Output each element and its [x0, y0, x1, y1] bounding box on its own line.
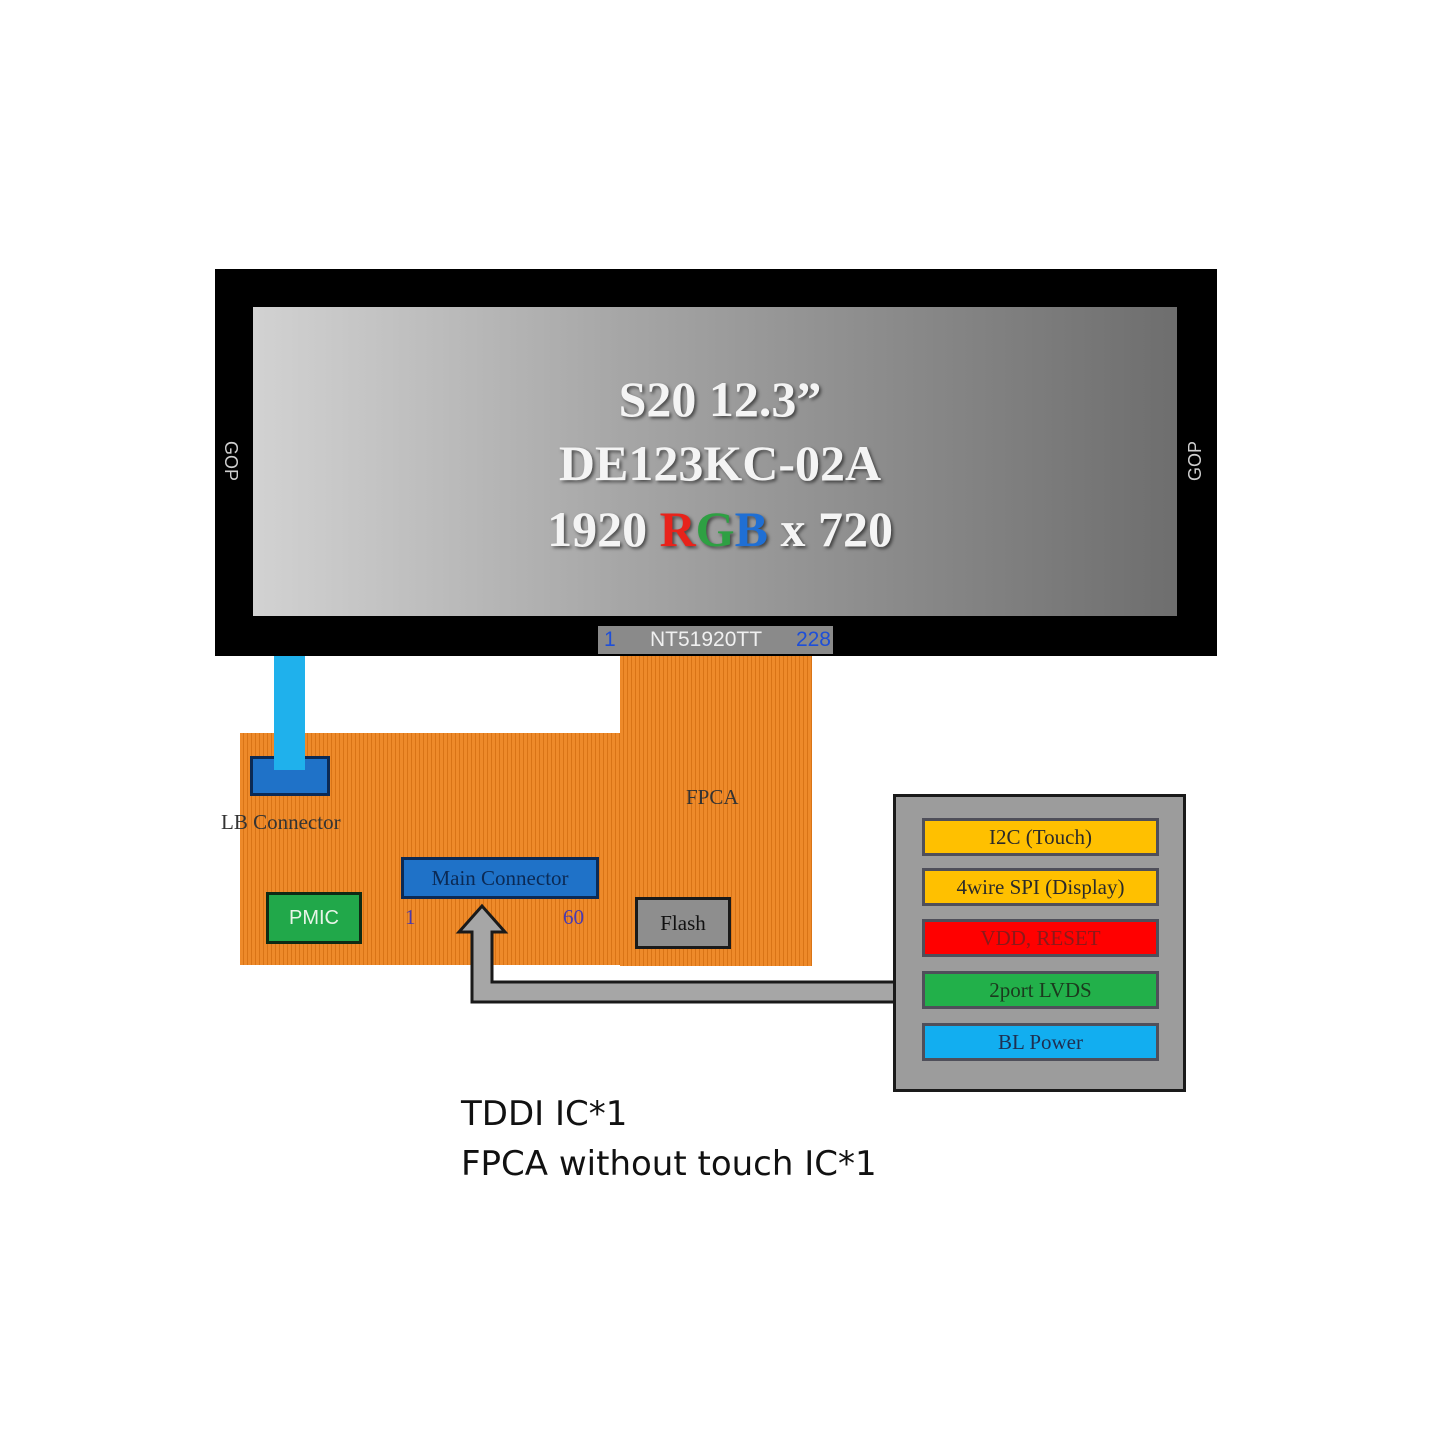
- rgb-g-letter: G: [695, 501, 735, 557]
- signal-vdd-reset: VDD, RESET: [922, 919, 1159, 957]
- gop-left-label: GOP: [221, 440, 241, 481]
- gop-right-label: GOP: [1185, 441, 1205, 482]
- panel-resolution: 1920 RGB x 720: [0, 498, 1440, 560]
- flash-chip: Flash: [635, 897, 731, 949]
- note-tddi-ic: TDDI IC*1: [461, 1094, 628, 1134]
- signal-spi-display: 4wire SPI (Display): [922, 868, 1159, 906]
- rgb-b-letter: B: [734, 501, 768, 557]
- main-pin-end: 60: [563, 905, 584, 929]
- ic-pin-end: 228: [795, 628, 831, 651]
- main-pin-start: 1: [405, 905, 416, 929]
- main-connector: Main Connector: [401, 857, 599, 899]
- lb-cable: [274, 656, 305, 772]
- panel-model-series: S20 12.3”: [618, 371, 822, 427]
- pmic-chip: PMIC: [266, 892, 362, 944]
- resolution-width: 1920: [547, 501, 660, 557]
- signal-arrow-shape: [455, 903, 899, 1004]
- rgb-r-letter: R: [659, 501, 696, 557]
- display-active-area: [253, 307, 1177, 616]
- signal-bl-power: BL Power: [922, 1023, 1159, 1061]
- driver-ic-strip: 1 NT51920TT 228: [598, 626, 833, 654]
- note-fpca-touch-ic: FPCA without touch IC*1: [461, 1144, 877, 1184]
- lb-connector-label: LB Connector: [221, 810, 341, 834]
- signal-lvds: 2port LVDS: [922, 971, 1159, 1009]
- ic-name: NT51920TT: [650, 628, 763, 651]
- panel-part-number: DE123KC-02A: [558, 435, 882, 491]
- ic-pin-start: 1: [604, 628, 616, 651]
- signal-i2c-touch: I2C (Touch): [922, 818, 1159, 856]
- lb-cable-end: [274, 756, 305, 770]
- fpca-label: FPCA: [686, 785, 739, 809]
- signal-arrow: [455, 903, 899, 1004]
- resolution-height: x 720: [767, 501, 893, 557]
